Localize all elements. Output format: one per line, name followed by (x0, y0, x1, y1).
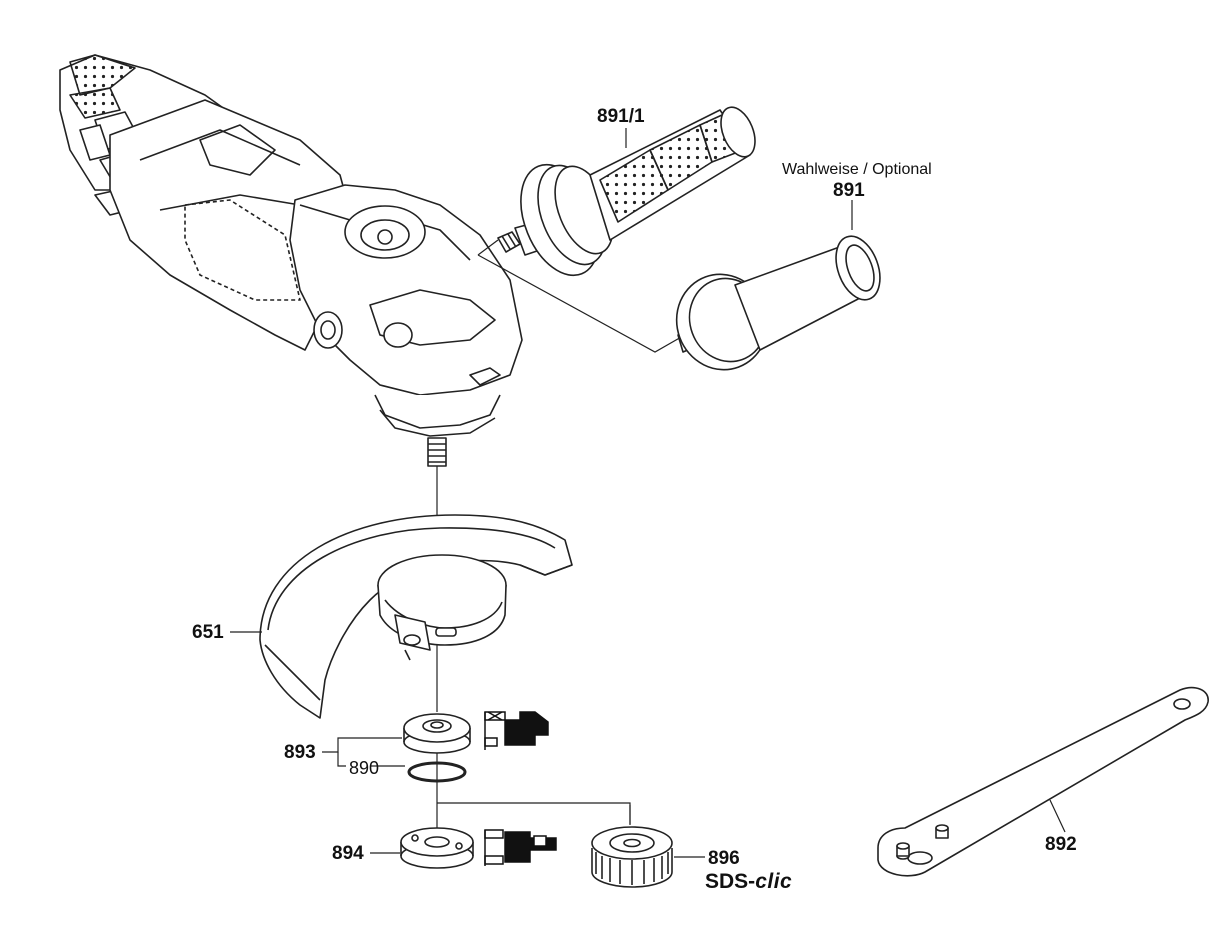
sds-prefix: SDS- (705, 870, 756, 893)
anti-vibration-handle-891-1 (497, 106, 756, 277)
part-label-890: 890 (349, 758, 380, 778)
part-label-896: 896 (708, 848, 740, 869)
o-ring-890 (407, 761, 467, 783)
clamping-nut-894 (400, 827, 474, 869)
two-pin-spanner-892 (877, 686, 1209, 877)
leader-lines (230, 631, 1066, 858)
wheel-guard-651 (259, 514, 573, 719)
flange-orientation-icon (484, 711, 549, 750)
sds-suffix: clic (755, 870, 793, 893)
part-label-894: 894 (332, 843, 364, 864)
assembly-lines (436, 128, 853, 830)
nut-orientation-icon (484, 829, 557, 866)
part-label-891-1: 891/1 (597, 106, 645, 127)
side-handle-891 (675, 235, 881, 371)
part-label-891: 891 (833, 180, 865, 201)
angle-grinder-body (59, 54, 523, 467)
quick-clamp-nut-896 (591, 826, 673, 888)
optional-note: Wahlweise / Optional (782, 161, 932, 178)
mounting-flange-893 (403, 713, 471, 754)
sds-clic-logo: SDS-clic (705, 871, 792, 892)
part-label-651: 651 (192, 622, 224, 643)
part-label-892: 892 (1045, 834, 1077, 855)
part-label-893: 893 (284, 742, 316, 763)
